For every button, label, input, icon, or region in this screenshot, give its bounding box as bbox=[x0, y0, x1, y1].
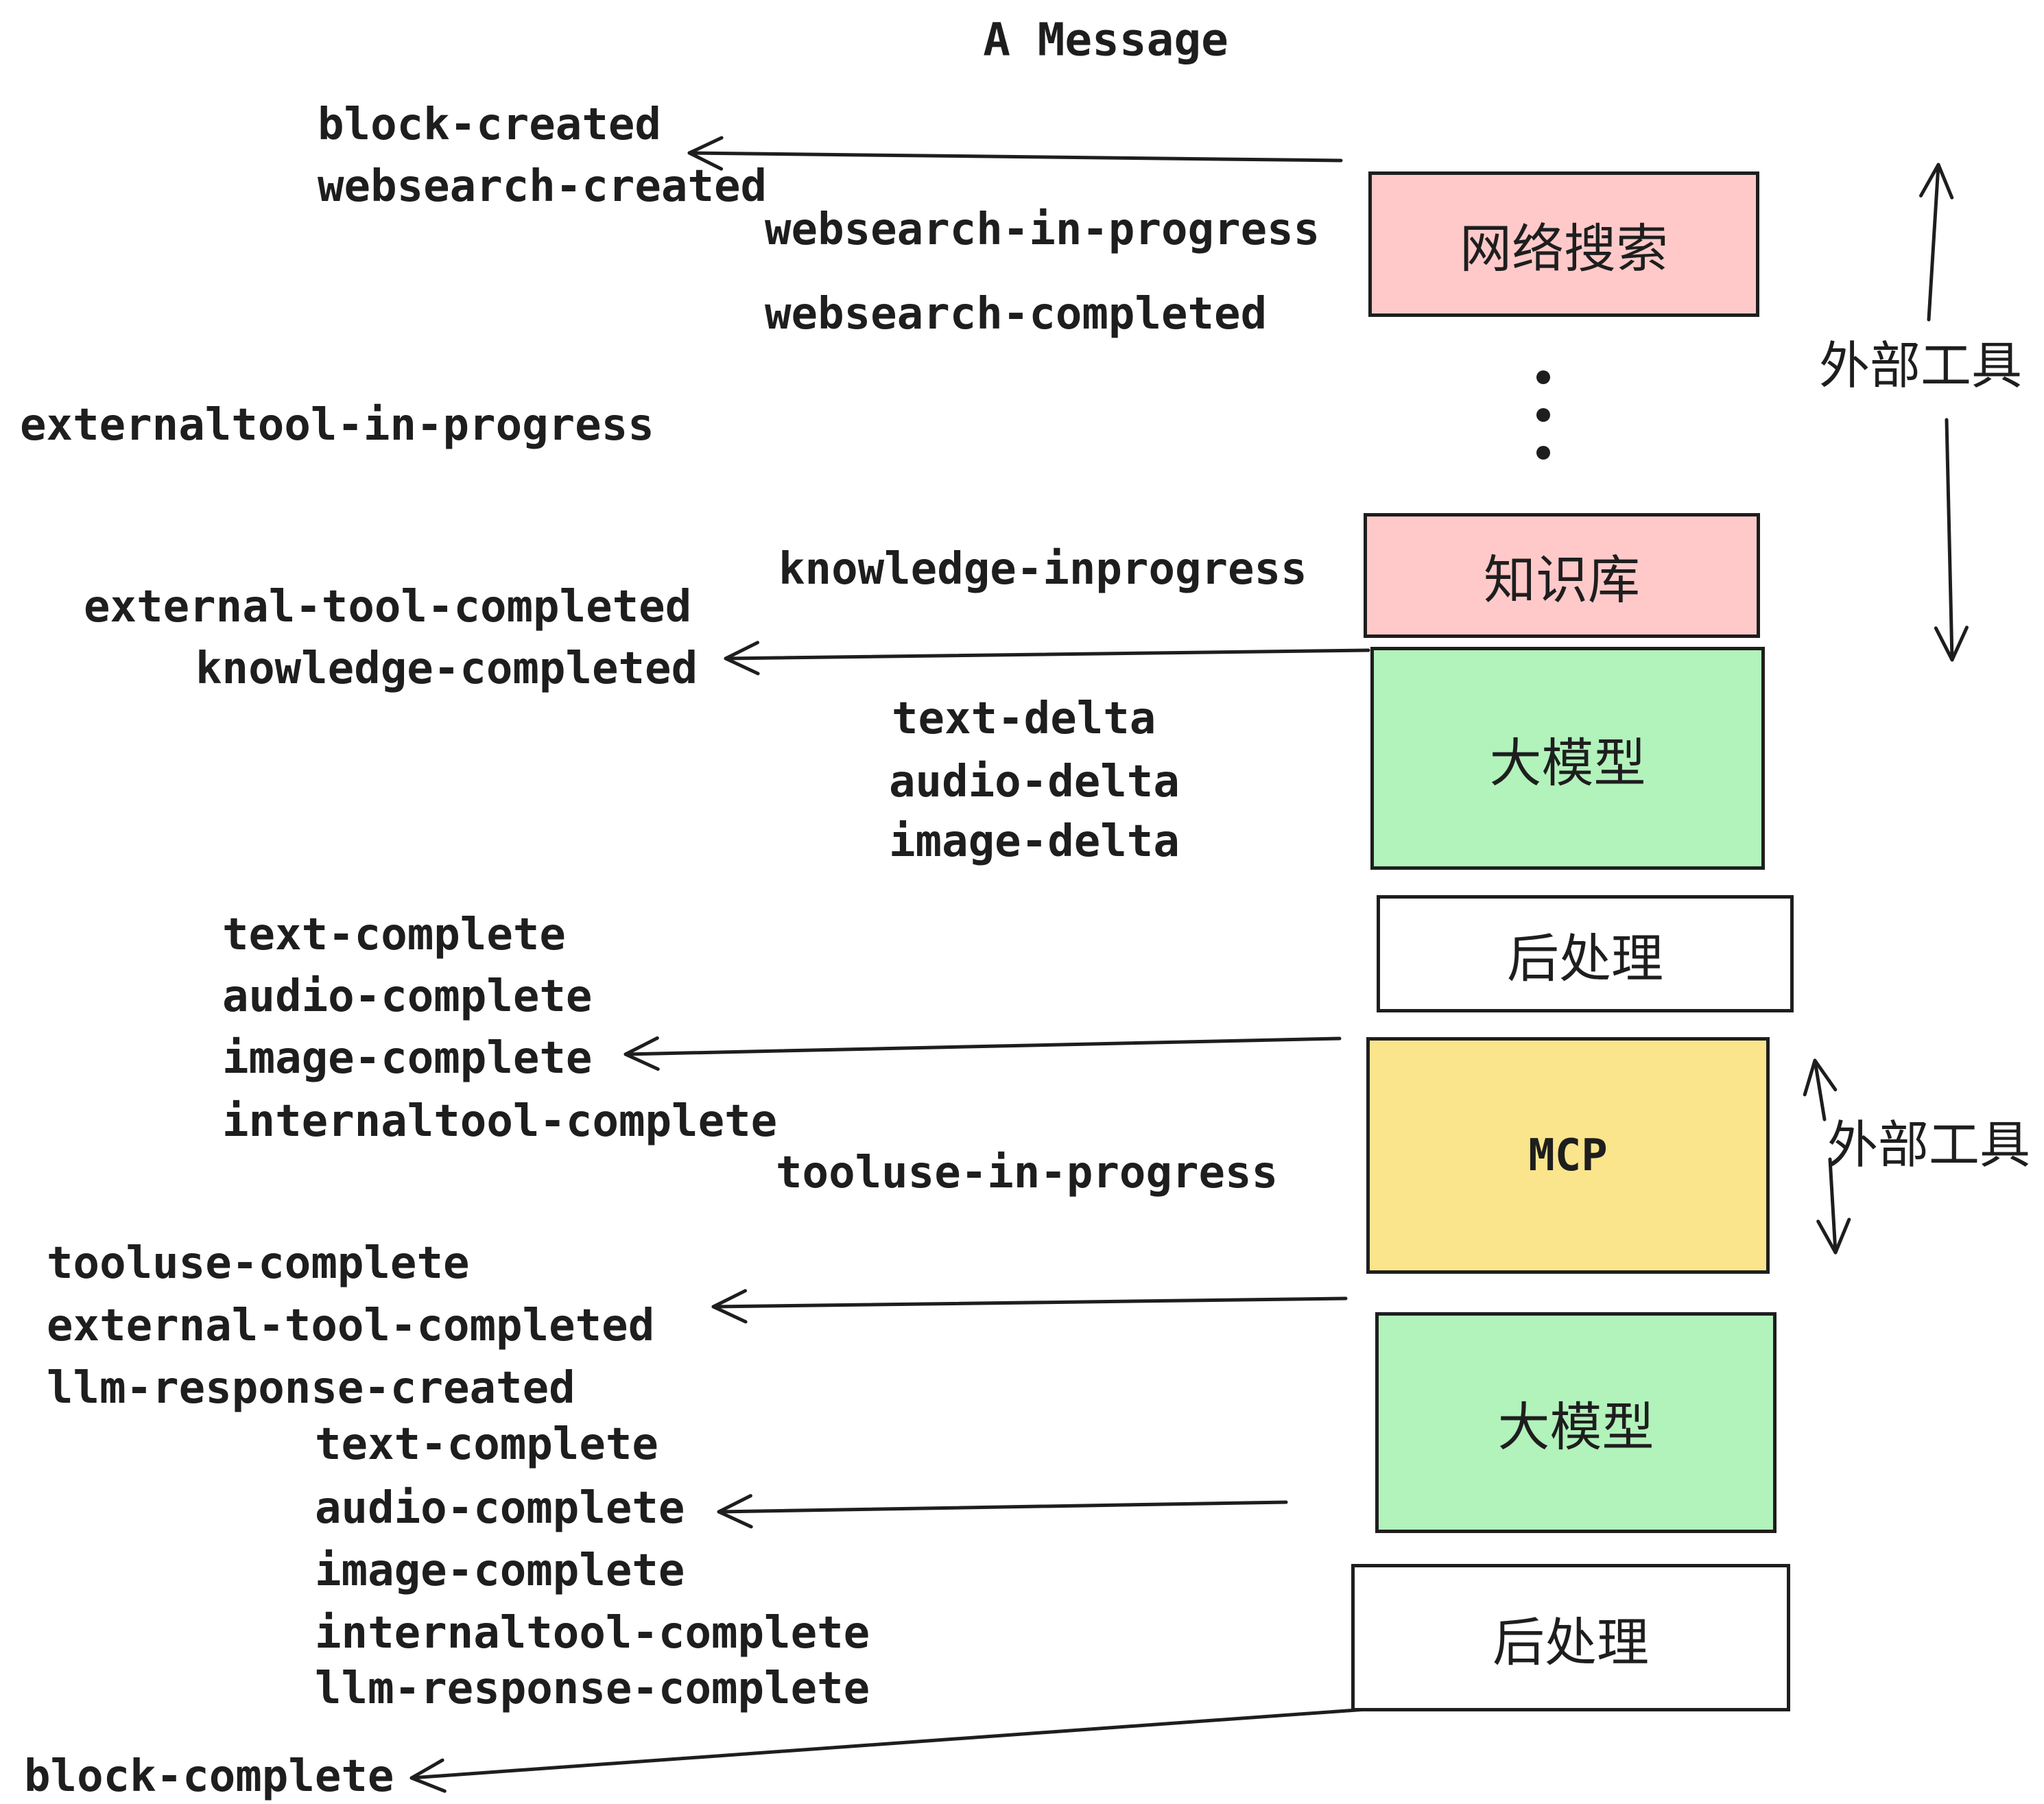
node-label: MCP bbox=[1528, 1130, 1608, 1181]
arrowhead-icon bbox=[1919, 163, 1954, 200]
event-label-knowledge-inprogress: knowledge-inprogress bbox=[779, 544, 1307, 595]
arrow-to-block-created bbox=[687, 136, 1343, 171]
event-label-audio-delta-1: audio-delta bbox=[889, 757, 1180, 807]
node-label: 大模型 bbox=[1489, 732, 1646, 794]
arrowhead-icon bbox=[409, 1758, 447, 1793]
event-label-block-created: block-created bbox=[318, 99, 661, 150]
node-label: 后处理 bbox=[1493, 1611, 1649, 1673]
arrowhead-icon bbox=[717, 1494, 753, 1529]
arrowhead-icon bbox=[1803, 1058, 1838, 1097]
event-label-external-tool-completed-1: external-tool-completed bbox=[84, 582, 692, 632]
node-postprocess-bottom: 后处理 bbox=[1351, 1564, 1790, 1711]
node-label: 网络搜索 bbox=[1460, 218, 1668, 279]
arrowhead-icon bbox=[1934, 626, 1969, 662]
event-label-internaltool-complete-2: internaltool-complete bbox=[315, 1608, 870, 1659]
event-label-image-complete-1: image-complete bbox=[222, 1033, 593, 1084]
event-label-audio-complete-1: audio-complete bbox=[222, 971, 593, 1022]
arrowhead-icon bbox=[623, 1036, 660, 1071]
event-label-websearch-completed: websearch-completed bbox=[765, 289, 1268, 340]
event-label-external-tool-completed-2: external-tool-completed bbox=[47, 1301, 655, 1351]
event-label-text-delta-1: text-delta bbox=[892, 693, 1156, 744]
event-label-internaltool-complete-1: internaltool-complete bbox=[222, 1096, 778, 1147]
arrow-external-tools-down-top bbox=[1934, 418, 1969, 662]
node-label: 大模型 bbox=[1497, 1397, 1654, 1458]
arrow-external-tools-up-top bbox=[1919, 163, 1954, 322]
event-label-websearch-created: websearch-created bbox=[318, 161, 768, 212]
arrowhead-icon bbox=[687, 136, 724, 171]
arrow-to-image-complete bbox=[623, 1036, 1342, 1071]
event-label-knowledge-completed: knowledge-completed bbox=[195, 643, 698, 694]
arrow-to-knowledge-completed bbox=[724, 641, 1370, 676]
event-label-image-delta-1: image-delta bbox=[889, 816, 1180, 867]
ellipsis-dot-icon bbox=[1536, 370, 1550, 384]
node-websearch: 网络搜索 bbox=[1368, 171, 1759, 317]
event-label-text-complete-2: text-complete bbox=[315, 1419, 658, 1470]
node-postprocess-top: 后处理 bbox=[1377, 895, 1794, 1012]
arrowhead-icon bbox=[1816, 1218, 1851, 1255]
node-mcp: MCP bbox=[1366, 1037, 1770, 1274]
event-label-audio-complete-2: audio-complete bbox=[315, 1483, 685, 1534]
event-label-text-complete-1: text-complete bbox=[222, 910, 566, 960]
page-title: A Message bbox=[983, 13, 1228, 67]
ellipsis-dot-icon bbox=[1536, 446, 1550, 460]
event-label-llm-response-created: llm-response-created bbox=[47, 1363, 575, 1414]
event-label-websearch-in-progress: websearch-in-progress bbox=[765, 204, 1320, 255]
arrowhead-icon bbox=[724, 641, 760, 676]
side-label-external-tools-top: 外部工具 bbox=[1819, 336, 2022, 396]
node-knowledge: 知识库 bbox=[1364, 513, 1760, 638]
event-label-image-complete-2: image-complete bbox=[315, 1545, 685, 1596]
node-llm-top: 大模型 bbox=[1370, 647, 1765, 870]
arrowhead-icon bbox=[711, 1289, 748, 1324]
node-label: 知识库 bbox=[1484, 549, 1640, 610]
arrow-external-tools-up-bottom bbox=[1803, 1058, 1838, 1121]
arrow-to-audio-complete bbox=[717, 1494, 1288, 1529]
event-label-externaltool-in-progress: externaltool-in-progress bbox=[20, 400, 654, 451]
node-label: 后处理 bbox=[1507, 927, 1663, 989]
node-llm-bottom: 大模型 bbox=[1375, 1312, 1776, 1533]
ellipsis-dot-icon bbox=[1536, 408, 1550, 422]
event-label-block-complete: block-complete bbox=[24, 1751, 394, 1802]
event-label-llm-response-complete: llm-response-complete bbox=[315, 1663, 870, 1714]
event-label-tooluse-complete: tooluse-complete bbox=[47, 1238, 470, 1289]
arrow-to-block-complete bbox=[409, 1707, 1368, 1793]
arrow-external-tools-down-bottom bbox=[1816, 1157, 1851, 1255]
event-label-tooluse-in-progress: tooluse-in-progress bbox=[776, 1148, 1279, 1198]
arrow-to-external-tool-completed bbox=[711, 1289, 1348, 1324]
side-label-external-tools-bottom: 外部工具 bbox=[1827, 1115, 2030, 1175]
